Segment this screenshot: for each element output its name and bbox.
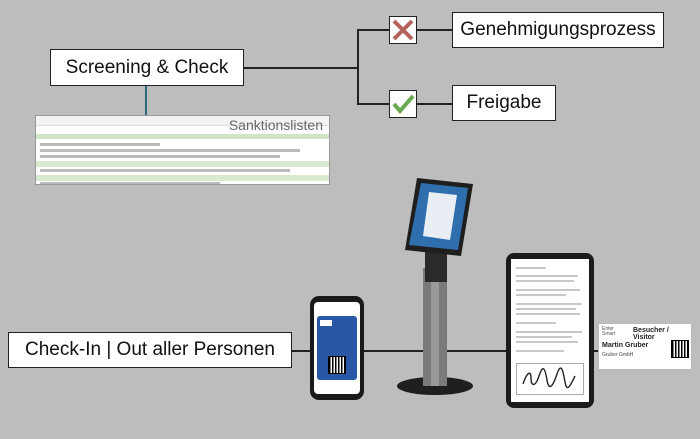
sheet-formula-bar (36, 116, 329, 126)
checkin-checkout-label: Check-In | Out aller Personen (25, 339, 275, 360)
checkmark-icon (389, 90, 417, 118)
phone-screen (314, 302, 360, 394)
release-label: Freigabe (466, 92, 542, 113)
connector-to-reject-icon (357, 29, 389, 31)
connector-branch-vertical (357, 29, 359, 104)
sanctions-list-title: Sanktionslisten (228, 117, 323, 133)
connector-reject-label (417, 29, 453, 31)
signature-icon (522, 367, 576, 389)
sheet-row (40, 169, 290, 172)
kiosk-terminal (397, 178, 473, 395)
connector-screening-sanctions (145, 86, 147, 116)
signature-field (516, 363, 584, 395)
sheet-header-row (36, 134, 329, 139)
connector-approve-label (417, 103, 453, 105)
tablet-screen (511, 259, 589, 402)
sheet-row (40, 143, 160, 146)
checkin-checkout-box: Check-In | Out aller Personen (8, 332, 292, 368)
visitor-badge: Enter Smart Besucher / Visitor Martin Gr… (598, 323, 692, 370)
connector-to-approve-icon (357, 103, 389, 105)
qr-code-icon (671, 340, 689, 358)
badge-name: Martin Gruber (602, 342, 649, 349)
screening-check-box: Screening & Check (50, 49, 244, 86)
sheet-row (40, 155, 280, 158)
sanctions-list-sheet: Sanktionslisten (35, 115, 330, 185)
sheet-row-highlight (36, 175, 329, 181)
x-mark-icon (389, 16, 417, 44)
smartphone-wallet-pass (310, 296, 364, 400)
qr-code-icon (328, 356, 346, 374)
tablet-signature (506, 253, 594, 408)
badge-company: Gruber GmbH (602, 352, 634, 358)
sheet-row (40, 182, 220, 184)
approval-process-box: Genehmigungsprozess (452, 12, 664, 48)
connector-screening-branch (244, 67, 358, 69)
badge-title: Besucher / Visitor (633, 327, 669, 341)
badge-brand-logo: Enter Smart (602, 326, 616, 337)
sheet-row (40, 149, 300, 152)
approval-process-label: Genehmigungsprozess (460, 19, 656, 40)
screening-check-label: Screening & Check (65, 56, 229, 78)
sheet-row-highlight (36, 161, 329, 167)
release-box: Freigabe (452, 85, 556, 121)
